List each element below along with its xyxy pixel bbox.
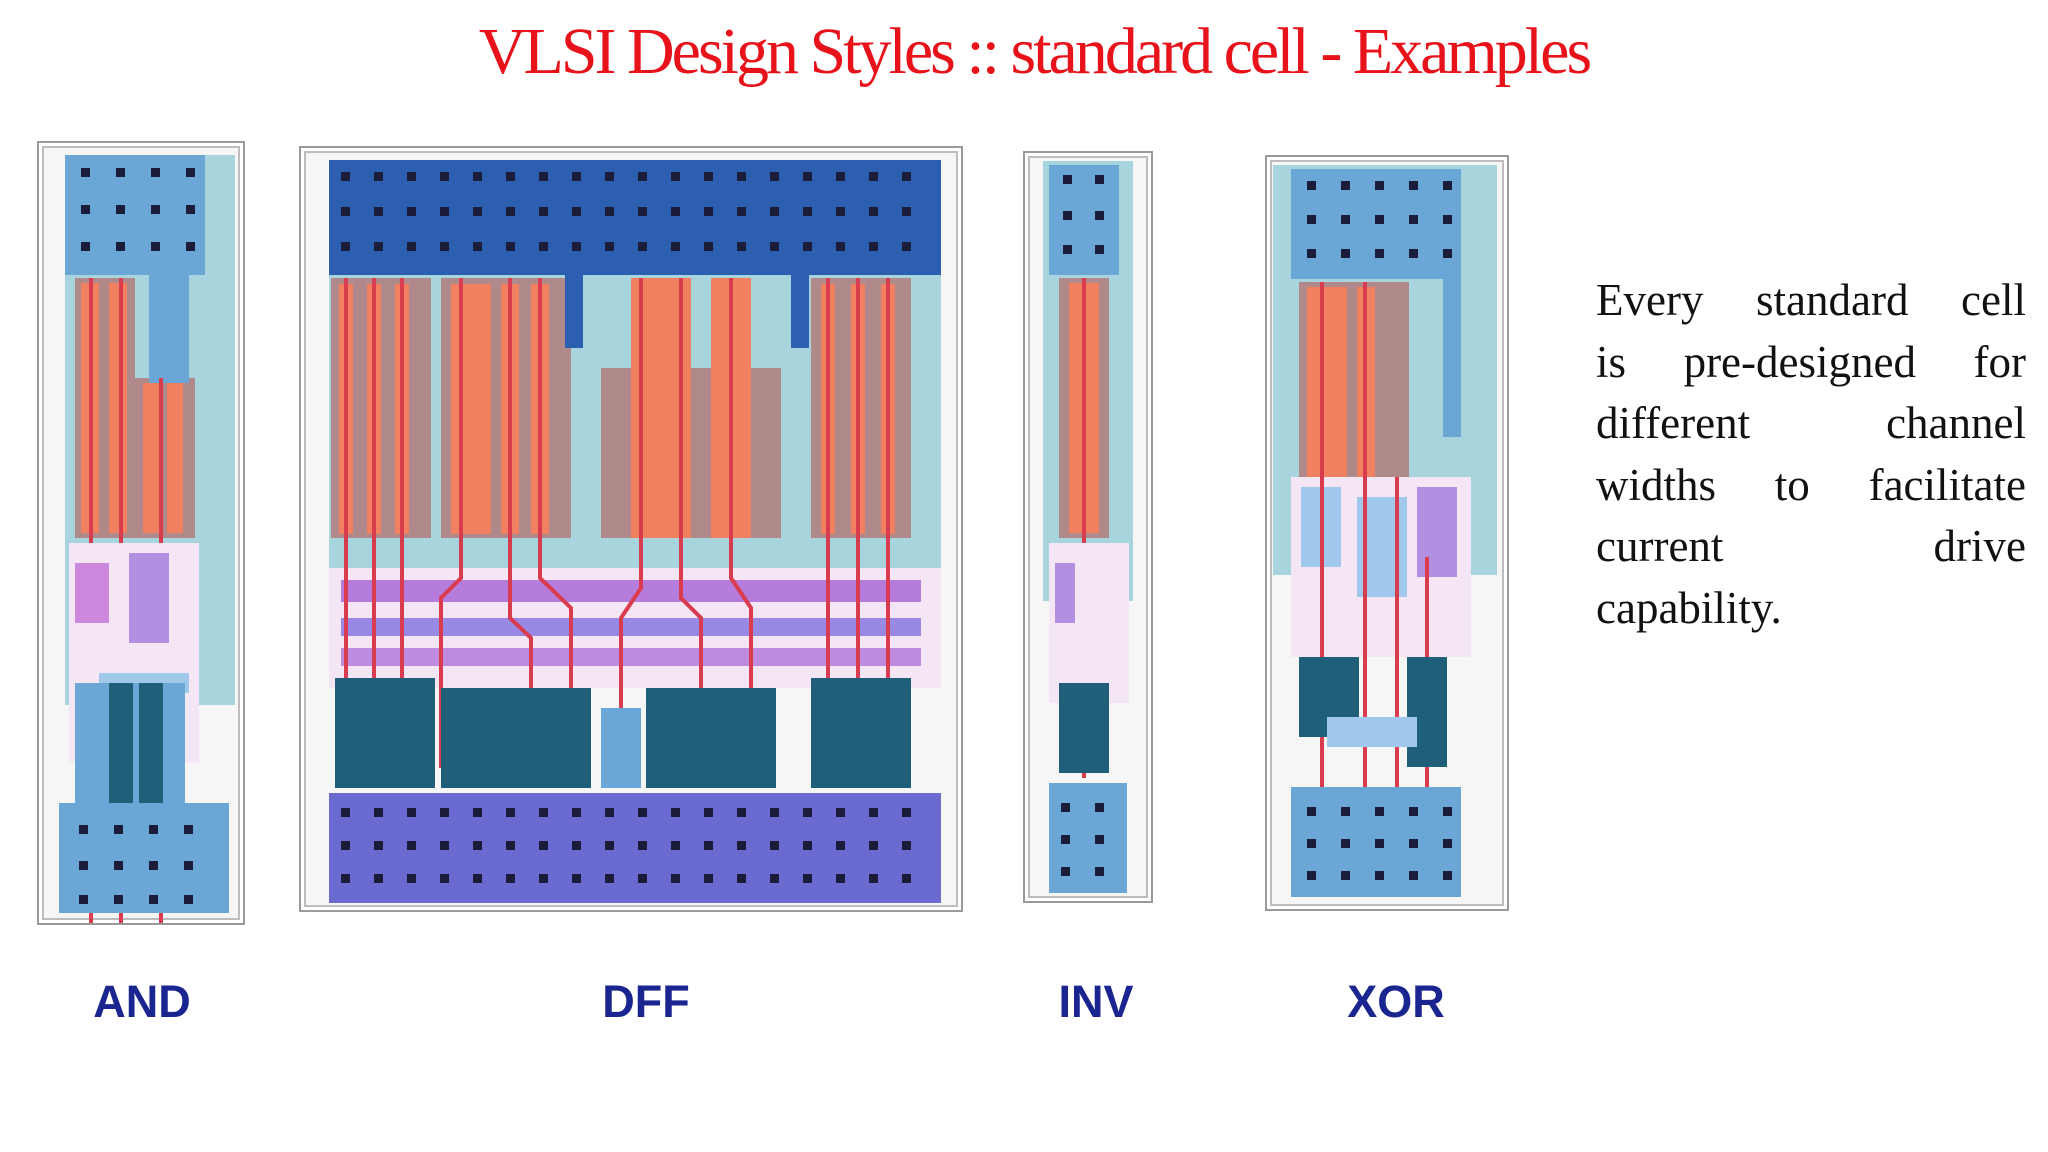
- xor-layout-graphic: [1273, 165, 1497, 897]
- cell-label-dff: DFF: [602, 976, 690, 1027]
- inv-cell-layout: [1023, 151, 1153, 903]
- slide-title: VLSI Design Styles :: standard cell - Ex…: [478, 15, 1592, 88]
- description-line: is pre-designed for: [1596, 336, 2026, 387]
- description-line: Every standard cell: [1596, 275, 2026, 325]
- description-text: Every standard cell is pre-designed for …: [1596, 270, 2026, 639]
- inv-layout-graphic: [1043, 161, 1133, 893]
- description-line: capability.: [1596, 582, 1782, 633]
- cell-label-inv: INV: [1058, 976, 1134, 1027]
- and-layout-graphic: [59, 155, 235, 923]
- description-line: widths to facilitate: [1596, 459, 2026, 510]
- description-line: current drive: [1596, 521, 2026, 571]
- cell-label-and: AND: [93, 976, 191, 1027]
- description-line: different channel: [1596, 398, 2026, 448]
- dff-cell-layout: [299, 146, 963, 912]
- xor-cell-layout: [1265, 155, 1509, 911]
- and-cell-layout: [37, 141, 245, 925]
- cell-label-xor: XOR: [1347, 976, 1445, 1027]
- dff-layout-graphic: [329, 160, 941, 903]
